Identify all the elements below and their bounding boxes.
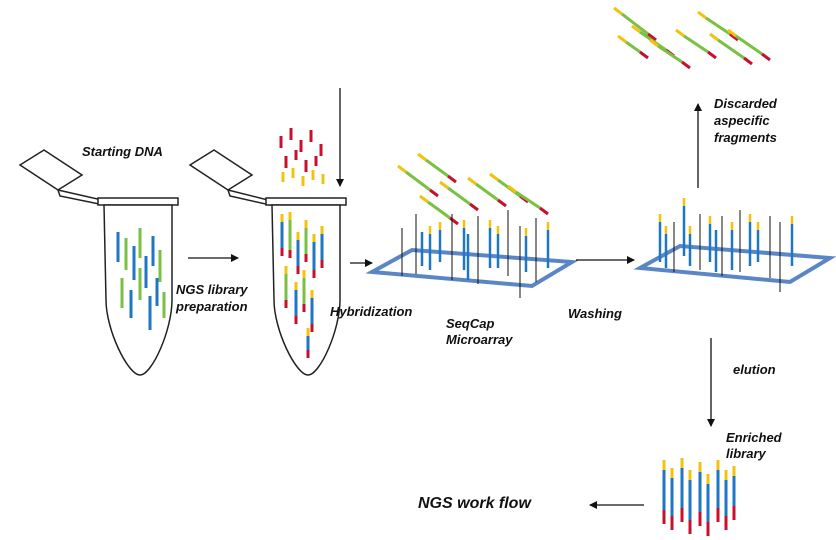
discarded-fragments xyxy=(613,6,771,70)
label-starting-dna: Starting DNA xyxy=(82,144,163,159)
microarray-2-slide xyxy=(633,243,836,285)
tube-2 xyxy=(188,149,347,376)
tube-1-dna-fragments xyxy=(116,228,166,330)
array-1-incoming-fragments xyxy=(397,152,549,226)
microarray-1-probes xyxy=(401,210,550,298)
tube-2-rim xyxy=(265,197,347,206)
tube-1-rim xyxy=(97,197,179,206)
microarray-1 xyxy=(365,210,579,298)
tube-2-lid xyxy=(188,149,272,207)
label-washing: Washing xyxy=(568,306,622,321)
label-enriched-line2: library xyxy=(726,446,766,461)
label-ngs-work-flow: NGS work flow xyxy=(418,495,531,512)
label-hybridization: Hybridization xyxy=(330,304,413,319)
enriched-library-fragments xyxy=(662,458,736,536)
tube-1-body xyxy=(103,204,173,376)
label-elution: elution xyxy=(733,362,776,377)
tube-2-library-fragments xyxy=(280,212,324,358)
label-ngs-library-line1: NGS library xyxy=(176,282,248,297)
label-seqcap-line1: SeqCap xyxy=(446,316,495,331)
label-discarded-line1: Discarded xyxy=(714,96,777,111)
microarray-1-slide xyxy=(365,247,579,289)
label-discarded-line3: fragments xyxy=(714,130,777,145)
tube-1 xyxy=(18,149,179,376)
label-discarded-line2: aspecific xyxy=(714,113,770,128)
microarray-2 xyxy=(633,198,836,292)
microarray-2-probes xyxy=(658,198,794,292)
label-enriched-line1: Enriched xyxy=(726,430,782,445)
capture-probes xyxy=(279,128,325,186)
label-ngs-library-line2: preparation xyxy=(176,299,248,314)
label-seqcap-line2: Microarray xyxy=(446,332,513,347)
